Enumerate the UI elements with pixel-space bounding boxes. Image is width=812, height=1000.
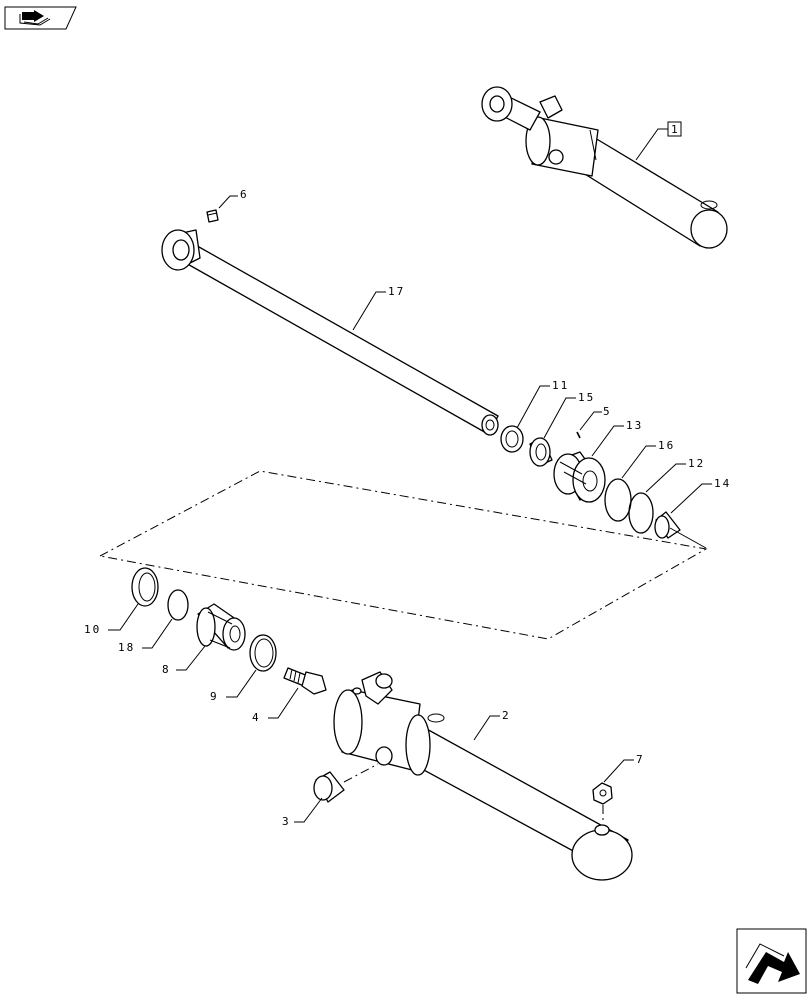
callout-5[interactable]: 5 [579,405,612,431]
svg-text:1: 1 [671,123,680,136]
part-14-bushing [654,511,707,549]
callout-12[interactable]: 12 [645,457,705,493]
svg-text:2: 2 [502,709,511,722]
svg-text:12: 12 [688,457,705,470]
part-13-piston [553,451,606,503]
part-3-cap [313,763,379,803]
callout-8[interactable]: 8 [162,645,206,676]
svg-text:16: 16 [658,439,675,452]
svg-text:18: 18 [118,641,135,654]
part-7-nut [592,782,613,822]
callout-2[interactable]: 2 [473,709,511,741]
svg-text:13: 13 [626,419,643,432]
svg-text:4: 4 [252,711,261,724]
part-8-gland [196,603,246,651]
callout-11[interactable]: 11 [516,379,569,429]
callout-18[interactable]: 18 [118,618,173,654]
part-11-ring [500,425,524,453]
callout-15[interactable]: 15 [543,391,595,439]
callout-7[interactable]: 7 [603,753,645,783]
callout-10[interactable]: 10 [84,603,139,636]
svg-text:9: 9 [210,690,219,703]
part-15-seal [529,437,553,467]
svg-text:10: 10 [84,623,101,636]
svg-text:5: 5 [603,405,612,418]
callout-4[interactable]: 4 [252,687,299,724]
grease-fitting [206,209,219,223]
callout-1[interactable]: 1 [635,121,682,161]
piston-rod [161,229,499,436]
part-5-pin [576,431,581,439]
part-18-o-ring [167,589,189,621]
assembled-cylinder [481,86,728,249]
svg-text:6: 6 [240,188,249,201]
book-arrow-icon[interactable] [4,6,77,30]
svg-text:15: 15 [578,391,595,404]
callout-16[interactable]: 16 [621,439,675,479]
part-4-bolt [283,667,327,695]
svg-text:8: 8 [162,663,171,676]
callout-6[interactable]: 6 [218,188,249,209]
part-10-wiper [131,567,159,607]
callout-13[interactable]: 13 [591,419,643,457]
assembly-boundary [98,470,708,640]
svg-text:17: 17 [388,285,405,298]
callout-17[interactable]: 17 [352,285,405,331]
part-9-ring [249,634,277,672]
cylinder-barrel [333,671,633,881]
part-16-o-ring [604,478,632,522]
callout-14[interactable]: 14 [670,477,731,514]
callout-3[interactable]: 3 [282,797,323,828]
svg-text:3: 3 [282,815,291,828]
next-page-arrow-icon[interactable] [736,928,807,994]
callout-9[interactable]: 9 [210,669,257,703]
svg-text:7: 7 [636,753,645,766]
part-12-o-ring [628,492,654,534]
svg-text:11: 11 [552,379,569,392]
svg-text:14: 14 [714,477,731,490]
